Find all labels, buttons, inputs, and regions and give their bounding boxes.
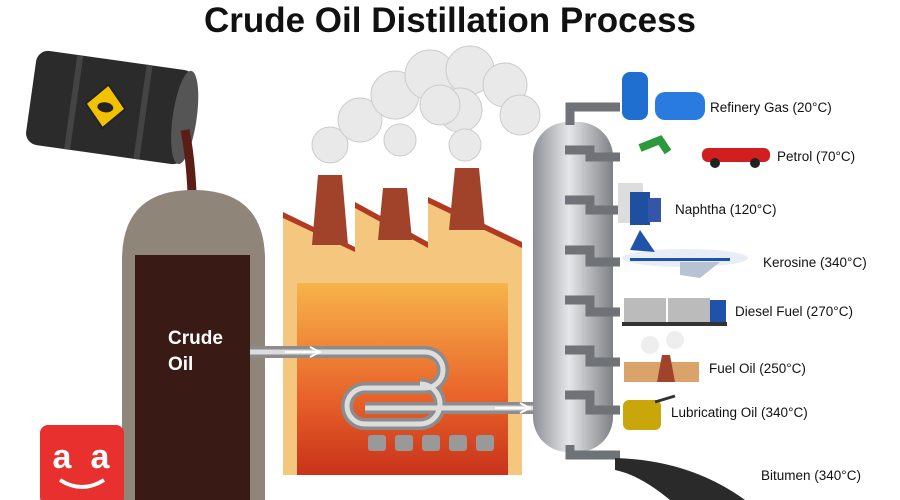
fraction-label-lubricating-oil: Lubricating Oil (340°C) [671, 405, 808, 420]
road-icon [615, 458, 745, 500]
distillation-column [533, 122, 613, 452]
page-title: Crude Oil Distillation Process [203, 1, 697, 40]
fraction-label-petrol: Petrol (70°C) [777, 149, 856, 164]
fuel-nozzle-car-icon [638, 135, 770, 168]
oil-can-icon [623, 394, 676, 430]
fraction-label-naphtha: Naphtha (120°C) [675, 202, 777, 217]
fraction-label-fuel-oil: Fuel Oil (250°C) [709, 361, 806, 376]
truck-icon [622, 298, 727, 326]
column-outlet-pipes [565, 102, 620, 460]
burner-icons [368, 435, 494, 451]
crude-oil-fill [135, 255, 250, 500]
svg-text:a: a [91, 438, 111, 476]
airplane-icon [622, 230, 748, 278]
oil-barrel-icon [26, 50, 199, 165]
fraction-label-refinery-gas: Refinery Gas (20°C) [710, 100, 832, 115]
gas-cylinder-icon [622, 72, 705, 120]
factory-icon [624, 331, 699, 382]
crude-oil-label: Crude Oil [168, 328, 223, 375]
flow-arrow-icon [495, 402, 533, 414]
smoke-cloud [311, 45, 541, 164]
brand-logo: a a [40, 425, 124, 500]
fraction-label-kerosine: Kerosine (340°C) [763, 255, 867, 270]
svg-text:a: a [53, 438, 73, 476]
fraction-label-diesel: Diesel Fuel (270°C) [735, 304, 853, 319]
flow-arrow-icon [285, 346, 323, 358]
chemical-bottles-icon [618, 183, 661, 225]
fraction-label-bitumen: Bitumen (340°C) [761, 468, 861, 483]
